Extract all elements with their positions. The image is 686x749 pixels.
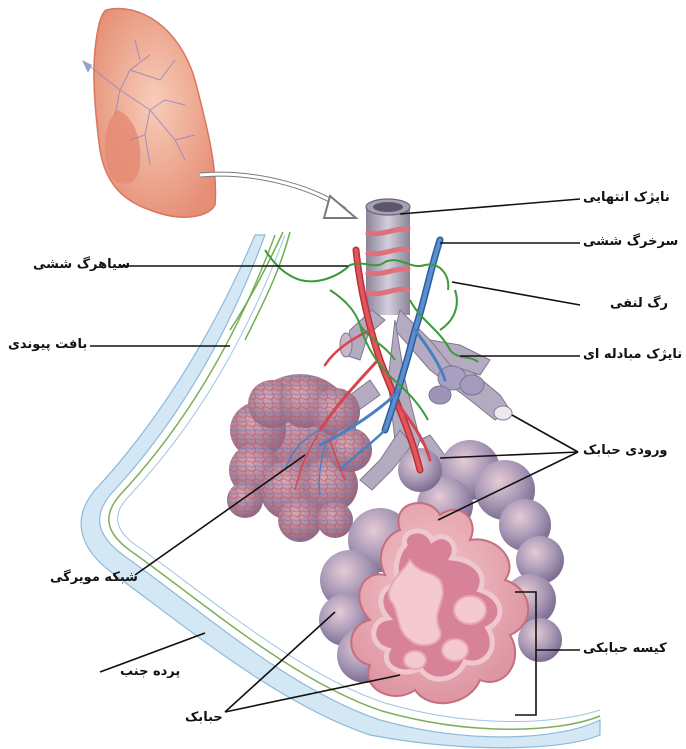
label-alveolar-duct: ورودی حبابک [583,443,668,458]
lung-illustration [82,9,216,218]
label-alveolar-sac: کیسه حبابکی [583,641,667,656]
leader-lymph-vessel [452,282,580,305]
label-connective-tissue: بافت پیوندی [8,337,87,352]
label-alveolus: حبابک [185,710,223,725]
zoom-arrow [200,174,356,218]
label-respiratory-bronchiole: نایژک مبادله ای [583,347,682,362]
label-pulmonary-vein: سیاهرگ ششی [33,257,130,272]
label-terminal-bronchiole: نایژک انتهایی [583,190,670,205]
label-pleura: پرده جنب [120,664,180,679]
label-pulmonary-artery: سرخرگ ششی [583,234,678,249]
terminal-bronchiole [366,199,410,315]
label-lymph-vessel: رگ لنفی [610,296,668,311]
capillary-cluster [225,374,375,550]
leader-terminal-bronchiole [400,199,580,214]
label-capillary-network: شبکه مویرگی [50,570,138,585]
leader-alveolar-duct-1 [512,415,578,452]
